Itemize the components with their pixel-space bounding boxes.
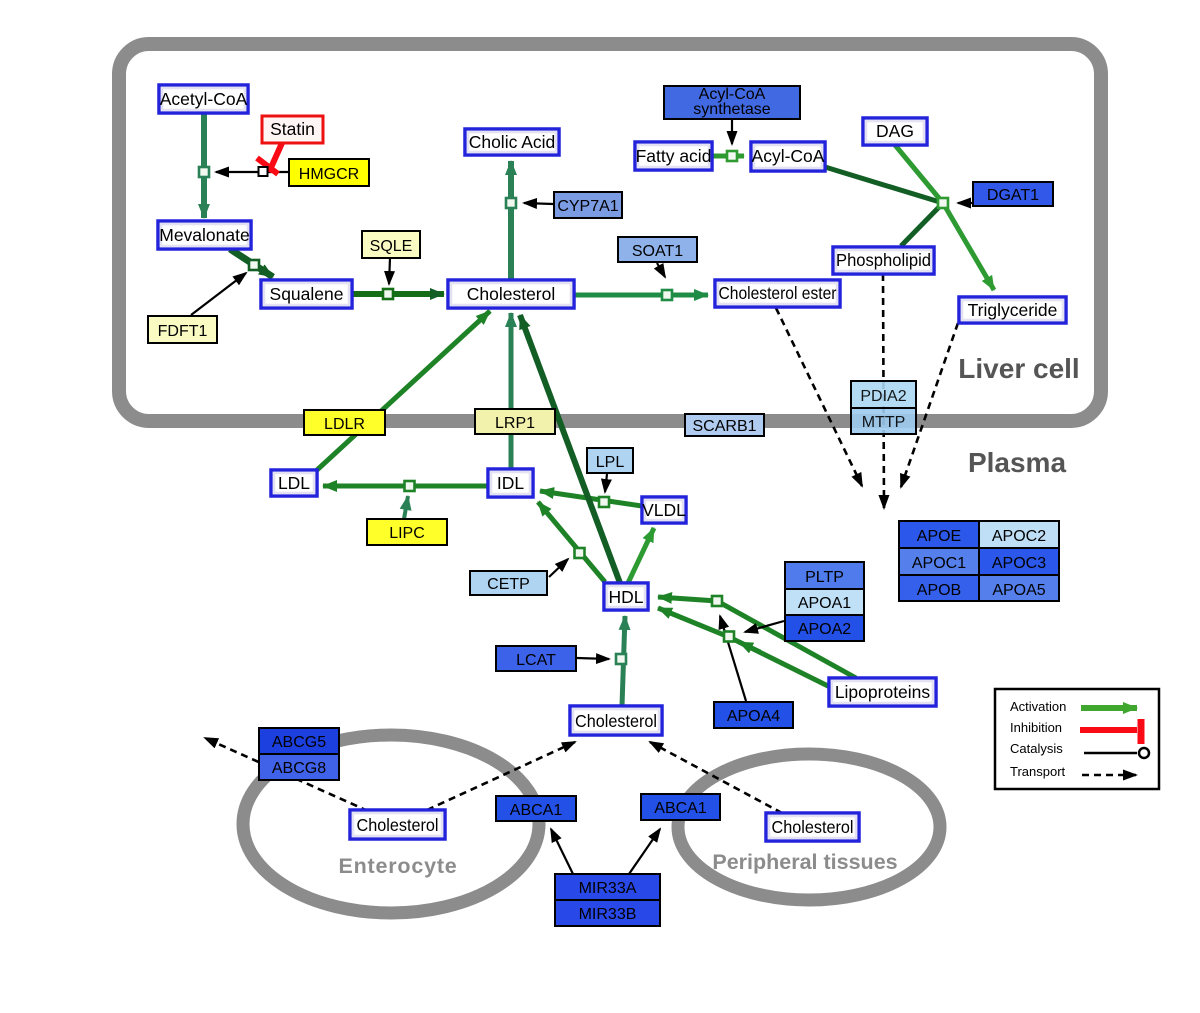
svg-text:MIR33A: MIR33A: [579, 880, 637, 897]
svg-text:SCARB1: SCARB1: [692, 418, 756, 435]
svg-text:Squalene: Squalene: [270, 284, 344, 304]
svg-text:Liver cell: Liver cell: [958, 353, 1079, 384]
svg-text:APOA2: APOA2: [798, 621, 851, 638]
svg-text:LDLR: LDLR: [324, 416, 365, 433]
svg-text:APOA1: APOA1: [798, 595, 851, 612]
svg-text:ABCG8: ABCG8: [272, 760, 326, 777]
svg-text:LCAT: LCAT: [516, 652, 556, 669]
svg-text:HMGCR: HMGCR: [299, 166, 359, 183]
svg-text:HDL: HDL: [608, 587, 643, 607]
svg-text:PDIA2: PDIA2: [860, 388, 906, 405]
svg-text:DGAT1: DGAT1: [987, 187, 1039, 204]
svg-text:Fatty acid: Fatty acid: [636, 146, 712, 166]
svg-text:Triglyceride: Triglyceride: [968, 300, 1058, 320]
svg-text:synthetase: synthetase: [693, 101, 770, 118]
svg-text:Cholesterol: Cholesterol: [357, 815, 439, 835]
svg-text:PLTP: PLTP: [805, 569, 844, 586]
svg-text:CETP: CETP: [487, 576, 530, 593]
svg-text:APOC1: APOC1: [912, 555, 966, 572]
svg-text:Peripheral tissues: Peripheral tissues: [712, 850, 897, 874]
svg-text:Cholesterol ester: Cholesterol ester: [719, 283, 837, 303]
svg-text:APOE: APOE: [917, 528, 961, 545]
svg-text:Acetyl-CoA: Acetyl-CoA: [160, 89, 248, 109]
svg-text:Phospholipid: Phospholipid: [836, 250, 931, 270]
svg-text:IDL: IDL: [497, 473, 525, 493]
svg-text:ABCA1: ABCA1: [654, 800, 707, 817]
svg-text:Statin: Statin: [270, 119, 315, 139]
svg-text:APOC2: APOC2: [992, 528, 1046, 545]
svg-text:DAG: DAG: [876, 121, 914, 141]
svg-text:Plasma: Plasma: [968, 447, 1066, 478]
svg-text:LRP1: LRP1: [495, 415, 535, 432]
svg-text:LPL: LPL: [596, 454, 625, 471]
svg-text:ABCA1: ABCA1: [510, 802, 563, 819]
svg-text:APOA4: APOA4: [727, 708, 780, 725]
svg-text:LDL: LDL: [278, 473, 310, 493]
svg-text:MIR33B: MIR33B: [579, 906, 637, 923]
svg-text:VLDL: VLDL: [642, 500, 686, 520]
svg-text:ABCG5: ABCG5: [272, 734, 326, 751]
svg-text:MTTP: MTTP: [862, 414, 906, 431]
svg-text:APOC3: APOC3: [992, 555, 1046, 572]
svg-text:Cholesterol: Cholesterol: [467, 284, 556, 304]
svg-text:Inhibition: Inhibition: [1010, 720, 1062, 735]
svg-text:SQLE: SQLE: [370, 238, 413, 255]
svg-text:Enterocyte: Enterocyte: [338, 854, 457, 878]
svg-text:Acyl-CoA: Acyl-CoA: [699, 86, 766, 103]
svg-text:Acyl-CoA: Acyl-CoA: [752, 146, 825, 166]
svg-text:Cholesterol: Cholesterol: [575, 711, 657, 731]
svg-text:Mevalonate: Mevalonate: [159, 225, 249, 245]
svg-text:LIPC: LIPC: [389, 525, 425, 542]
svg-text:SOAT1: SOAT1: [632, 243, 683, 260]
svg-text:FDFT1: FDFT1: [158, 323, 208, 340]
svg-text:Lipoproteins: Lipoproteins: [835, 682, 931, 702]
svg-text:Cholesterol: Cholesterol: [772, 817, 854, 837]
svg-text:APOA5: APOA5: [992, 582, 1045, 599]
svg-text:CYP7A1: CYP7A1: [557, 198, 618, 215]
svg-text:Transport: Transport: [1010, 764, 1066, 779]
svg-text:Cholic Acid: Cholic Acid: [469, 132, 556, 152]
svg-text:APOB: APOB: [917, 582, 961, 599]
svg-text:Activation: Activation: [1010, 699, 1066, 714]
svg-text:Catalysis: Catalysis: [1010, 741, 1063, 756]
